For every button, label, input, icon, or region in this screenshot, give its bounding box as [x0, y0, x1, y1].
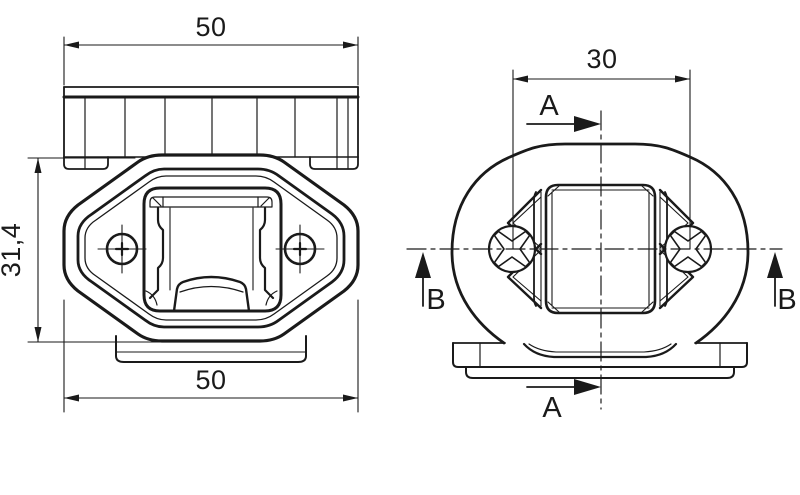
central-cavity — [142, 186, 283, 313]
arrowhead-down-icon — [34, 327, 42, 342]
section-b-left-label: B — [426, 284, 445, 316]
front-base-plate — [115, 335, 307, 363]
section-b-right-label: B — [777, 284, 796, 316]
section-arrow-b-right — [767, 252, 783, 307]
section-arrowhead-icon — [767, 252, 783, 278]
dim-bottom-width-label: 50 — [195, 365, 226, 395]
dim-top-width-label: 50 — [195, 12, 226, 42]
side-bottom-plate — [465, 366, 735, 379]
cavity-top-band — [149, 196, 273, 208]
dim-height-label: 31,4 — [0, 223, 26, 278]
mounting-hole-right — [275, 224, 325, 274]
section-arrowhead-icon — [415, 252, 431, 278]
section-arrow-b-left — [415, 252, 431, 307]
cavity-bottom-tab — [172, 275, 251, 313]
ribbed-block — [62, 86, 360, 170]
section-arrowhead-icon — [574, 379, 601, 395]
cavity-side-channels — [148, 206, 275, 300]
side-flange — [452, 342, 748, 379]
arrowhead-left-icon — [64, 394, 79, 402]
cavity-outline — [142, 186, 283, 313]
body-ring-middle — [76, 167, 346, 329]
front-view — [27, 36, 360, 413]
arrowhead-right-icon — [675, 75, 690, 83]
body-ring-outer — [62, 153, 360, 343]
section-arrow-a-top — [526, 116, 601, 132]
centerlines — [406, 110, 783, 410]
arrowhead-left-icon — [64, 41, 79, 49]
arrowhead-right-icon — [343, 394, 358, 402]
dimension-height — [27, 157, 161, 343]
front-body-outline — [62, 153, 360, 343]
section-arrow-a-bottom — [526, 379, 601, 395]
mounting-hole-left — [97, 224, 147, 274]
side-view — [406, 69, 783, 410]
section-a-top-label: A — [539, 90, 559, 122]
arrowhead-right-icon — [343, 41, 358, 49]
block-foot-left — [63, 156, 109, 170]
section-a-bottom-label: A — [542, 392, 562, 424]
section-arrowhead-icon — [574, 116, 601, 132]
dimension-hole-spacing — [512, 69, 691, 250]
block-foot-right — [309, 156, 359, 170]
dimension-top-width — [63, 36, 359, 86]
dim-hole-spacing-label: 30 — [586, 44, 617, 74]
body-ring-inner — [84, 175, 338, 321]
arrowhead-left-icon — [513, 75, 528, 83]
arrowhead-up-icon — [34, 158, 42, 173]
dimension-bottom-width — [63, 299, 359, 413]
block-ribs — [84, 96, 349, 158]
